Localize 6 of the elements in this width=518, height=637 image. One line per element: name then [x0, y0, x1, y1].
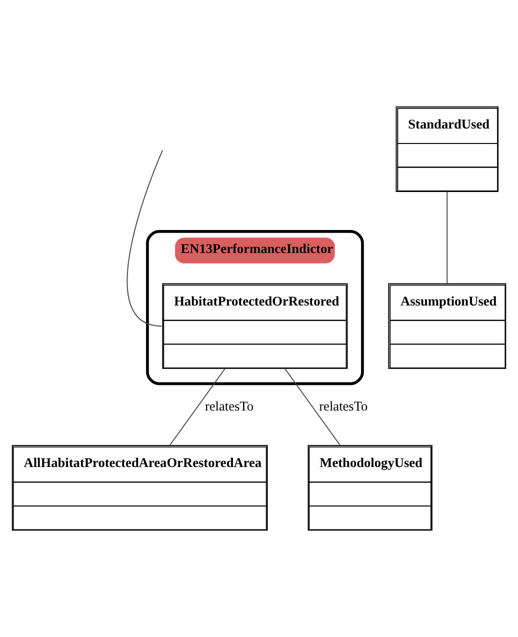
- edge-label: relatesTo: [319, 398, 368, 414]
- connector: [169, 368, 226, 446]
- connector: [126, 150, 164, 327]
- edge-label: relatesTo: [204, 398, 254, 414]
- connector: [446, 191, 448, 284]
- connector: [284, 368, 341, 446]
